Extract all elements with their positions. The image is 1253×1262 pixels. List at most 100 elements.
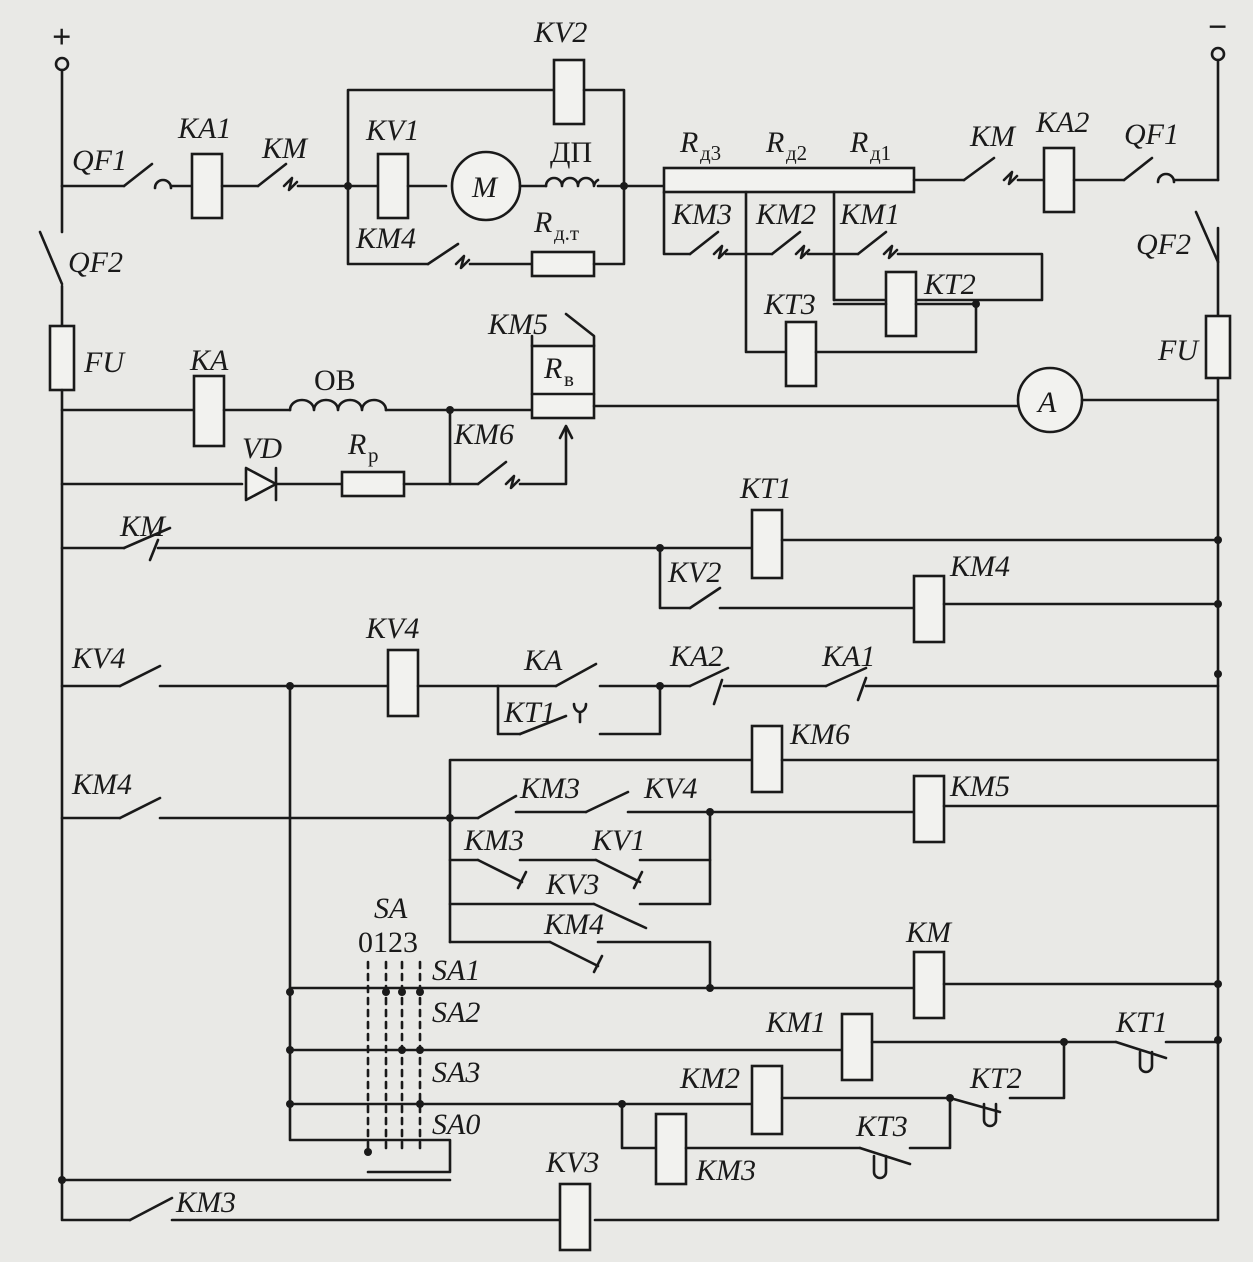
km3-coil-label: KM3 (695, 1154, 756, 1187)
ladder-rung-kt1 (60, 508, 1222, 644)
km-top-left-label: KM (261, 132, 309, 165)
km4-contact (118, 796, 162, 820)
kv2-contact-label: KV2 (667, 556, 721, 589)
vd-label: VD (242, 432, 282, 465)
sa-positions-label: 0123 (358, 926, 418, 959)
rd3-label: R (679, 126, 698, 159)
series-winding (544, 176, 600, 188)
positive-terminal: + (52, 19, 71, 72)
ammeter-label: A (1036, 386, 1057, 419)
negative-terminal: − (1208, 9, 1227, 62)
kv1-contact (594, 858, 642, 884)
km3-contact-b-label: KM3 (463, 824, 524, 857)
kv3-coil (558, 1182, 592, 1252)
kt1-timed-contact (518, 714, 568, 736)
qf2-left-label: QF2 (68, 246, 123, 279)
fu-left-label: FU (83, 346, 126, 379)
km3-contact-b (476, 858, 524, 884)
field-winding (288, 398, 388, 412)
km2-coil-label: KM2 (679, 1062, 740, 1095)
km3-top-label: KM3 (671, 198, 732, 231)
kv1-top-label: KV1 (365, 114, 419, 147)
ka-contact-label: KA (523, 644, 563, 677)
qf1-left-contact (122, 162, 154, 188)
kv1-contact-label: KV1 (591, 824, 645, 857)
ladder-rung-kv4 (60, 648, 1222, 736)
kv3-coil-label: KV3 (545, 1146, 599, 1179)
ka1-contact-label: KA1 (821, 640, 875, 673)
sa3-label: SA3 (432, 1056, 480, 1089)
km5-contact-bridge (564, 312, 596, 348)
km4-coil-label: KM4 (949, 550, 1010, 583)
km-coil (912, 950, 946, 1020)
km6-coil-label: KM6 (789, 718, 850, 751)
km6-contact-label: KM6 (453, 418, 514, 451)
km6-field-contact (476, 460, 508, 486)
km2-coil (750, 1064, 784, 1136)
qf1-right-label: QF1 (1124, 118, 1179, 151)
kv4-contact-b (584, 790, 630, 814)
ka2-coil (1042, 146, 1076, 214)
rv-rheostat (530, 344, 596, 420)
ka1-coil (190, 152, 224, 220)
ka-contact (554, 662, 598, 688)
schematic-labels: QF1 KA1 KM KV2 KV1 ДП KM4 R д.т R д3 R д… (68, 16, 1200, 1219)
sa1-label: SA1 (432, 954, 480, 987)
ka-coil (192, 374, 226, 448)
qf1-left-label: QF1 (72, 144, 127, 177)
kv1-coil (376, 152, 410, 220)
km4-top-label: KM4 (355, 222, 416, 255)
ka2-top-label: KA2 (1035, 106, 1089, 139)
km5-coil-label: KM5 (949, 770, 1010, 803)
kt1-coil (750, 508, 784, 580)
qf1-right-contact (1122, 156, 1154, 182)
km4-top-contact (426, 242, 460, 266)
fu-right-label: FU (1157, 334, 1200, 367)
kt3-coil (784, 320, 818, 388)
km3-bottom-label: KM3 (175, 1186, 236, 1219)
km6-coil (750, 724, 784, 794)
km5-top-label: KM5 (487, 308, 548, 341)
km3-contact-a-label: KM3 (519, 772, 580, 805)
kt2-bottom-contact (948, 1096, 1002, 1114)
starting-resistors (662, 146, 1220, 388)
sa2-label: SA2 (432, 996, 480, 1029)
ka1-label: KA1 (177, 112, 231, 145)
rp-resistor (340, 470, 406, 498)
rp-label: R (347, 428, 366, 461)
kt2-contact-label: KT2 (969, 1062, 1022, 1095)
rd1-sub: д1 (870, 141, 891, 165)
plus-sign: + (52, 19, 71, 56)
rp-sub: р (368, 443, 379, 467)
minus-sign: − (1208, 9, 1227, 46)
motor-label: M (471, 171, 499, 204)
kt3-contact-label: KT3 (855, 1110, 908, 1143)
kv4-coil-label: KV4 (365, 612, 419, 645)
km-nc-label: KM (119, 510, 167, 543)
km-top-right-label: KM (969, 120, 1017, 153)
rd2-sub: д2 (786, 141, 807, 165)
km4-contact-b-label: KM4 (543, 908, 604, 941)
km-main-contact-right (962, 156, 996, 182)
ka-label: KA (189, 344, 229, 377)
sa-label: SA (374, 892, 408, 925)
kt1-timed-label: KT1 (503, 696, 556, 729)
ov-label: ОВ (314, 364, 356, 397)
km3-contact-a (476, 794, 518, 820)
field-circuit: A (60, 312, 1220, 502)
dp-label: ДП (550, 136, 592, 169)
rd3-sub: д3 (700, 141, 721, 165)
sa-switch[interactable] (364, 960, 424, 1156)
km4-coil (912, 574, 946, 644)
kv3-contact-label: KV3 (545, 868, 599, 901)
rd1-label: R (849, 126, 868, 159)
km1-coil-label: KM1 (765, 1006, 826, 1039)
kt3-top-label: KT3 (763, 288, 816, 321)
rv-label: R (543, 352, 562, 385)
ka2-contact-label: KA2 (669, 640, 723, 673)
rdt-resistor (530, 250, 596, 278)
km4-contact-label: KM4 (71, 768, 132, 801)
left-rail (38, 68, 132, 1222)
kv4-contact-b-label: KV4 (643, 772, 697, 805)
